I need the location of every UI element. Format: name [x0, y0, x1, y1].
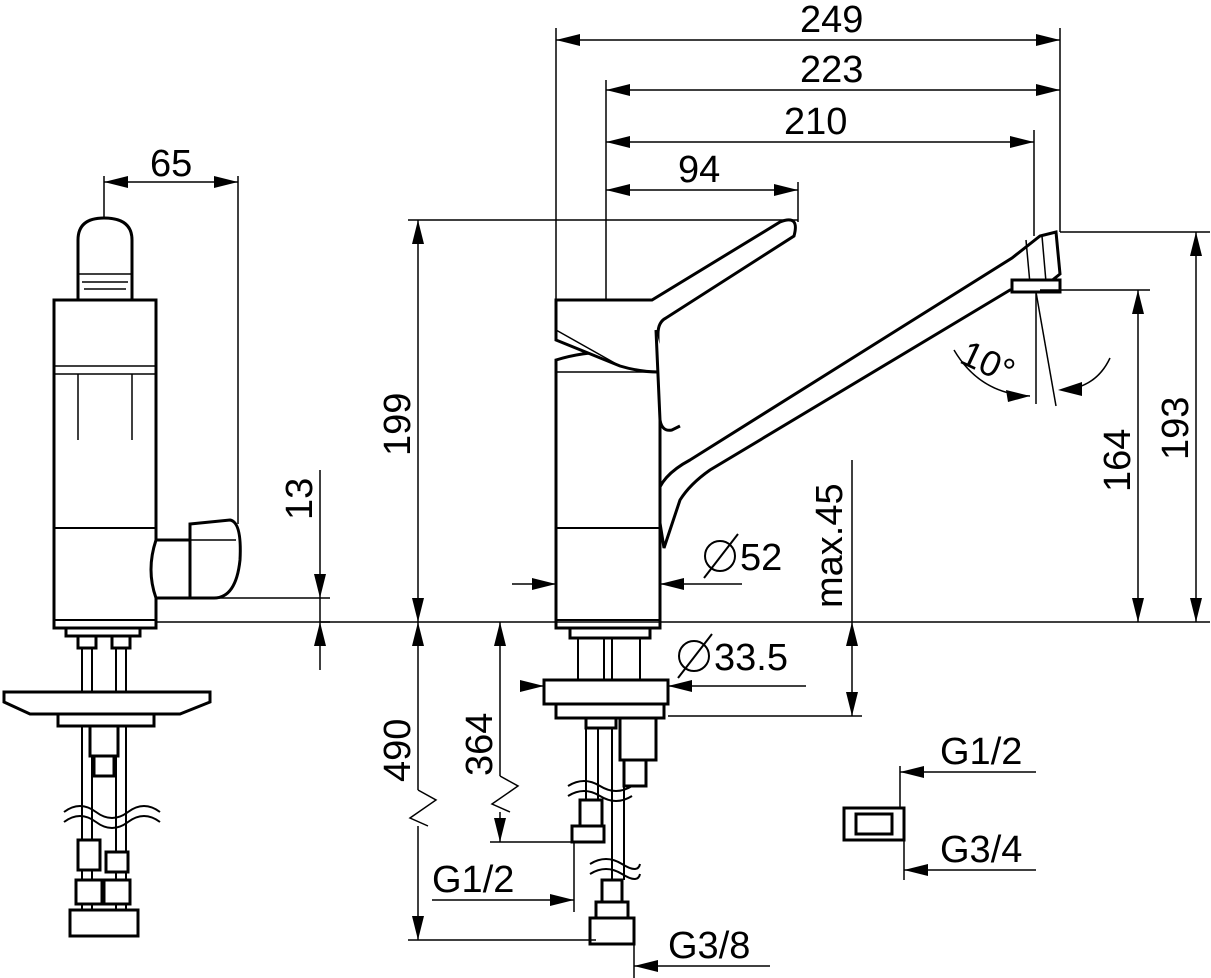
label-65: 65	[150, 143, 192, 185]
label-249: 249	[800, 0, 863, 41]
thread-label-g38: G3/8	[633, 925, 770, 978]
label-13: 13	[279, 478, 321, 520]
dimension-199: 199	[320, 219, 1210, 623]
side-view-faucet	[2, 216, 242, 938]
dimension-94: 94	[606, 149, 799, 222]
label-diameter-52: 52	[740, 537, 782, 579]
fitting-detail: G1/2 G3/4	[842, 731, 1036, 880]
label-max-45: max.45	[809, 483, 851, 608]
dimension-193: 193	[1060, 231, 1210, 622]
dimension-max-45: max.45	[668, 460, 862, 717]
dimension-223: 223	[605, 49, 1060, 300]
label-94: 94	[678, 149, 720, 191]
label-199: 199	[377, 393, 419, 456]
dimension-diameter-52: 52	[512, 533, 782, 590]
label-g12-right: G1/2	[940, 731, 1022, 773]
front-view-faucet	[542, 218, 1062, 946]
dimension-diameter-33-5: 33.5	[520, 633, 806, 692]
label-210: 210	[784, 101, 847, 143]
label-164: 164	[1097, 429, 1139, 492]
label-g12-left: G1/2	[432, 859, 514, 901]
dimension-490: 490	[377, 622, 596, 941]
label-490: 490	[377, 719, 419, 782]
dimension-65: 65	[103, 143, 239, 524]
dimension-164: 164	[1040, 289, 1150, 622]
label-g38: G3/8	[668, 925, 750, 967]
label-364: 364	[459, 713, 501, 776]
dimension-364: 364	[459, 622, 580, 843]
label-193: 193	[1155, 397, 1197, 460]
dimension-13: 13	[156, 470, 330, 670]
label-diameter-33-5: 33.5	[714, 637, 788, 679]
label-g34: G3/4	[940, 829, 1022, 871]
dimension-210: 210	[606, 101, 1035, 236]
dimension-249: 249	[555, 0, 1061, 300]
thread-label-g12-left: G1/2	[432, 842, 575, 912]
label-10-degrees: 10°	[955, 332, 1022, 392]
label-223: 223	[800, 49, 863, 91]
